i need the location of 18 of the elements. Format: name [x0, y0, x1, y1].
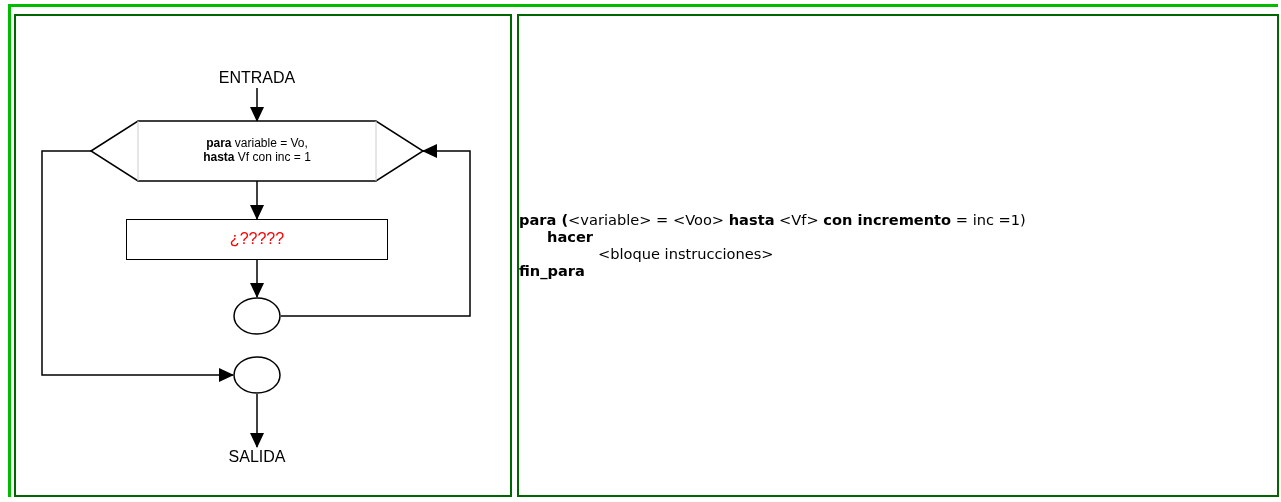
start-label: ENTRADA [217, 68, 297, 88]
code-line: hacer [547, 228, 593, 245]
circle-node [233, 297, 281, 335]
arrow [250, 259, 264, 298]
process-box [126, 219, 388, 260]
arrow [250, 87, 264, 122]
arrow [250, 180, 264, 220]
node-text: para variable = Vo, hasta Vf con inc = 1 [202, 137, 312, 165]
end-label: SALIDA [212, 447, 302, 467]
arrow [41, 150, 234, 382]
code-line: fin_para [519, 262, 585, 279]
circle-node [233, 356, 281, 394]
code-line: <bloque instrucciones> [598, 245, 774, 262]
loop-hexagon [91, 121, 423, 181]
arrow [250, 393, 264, 448]
node-text: ¿????? [229, 230, 285, 249]
arrow [280, 144, 471, 317]
code-line: para (<variable> = <Voo> hasta <Vf> con incremento = inc =1) [519, 211, 1026, 228]
